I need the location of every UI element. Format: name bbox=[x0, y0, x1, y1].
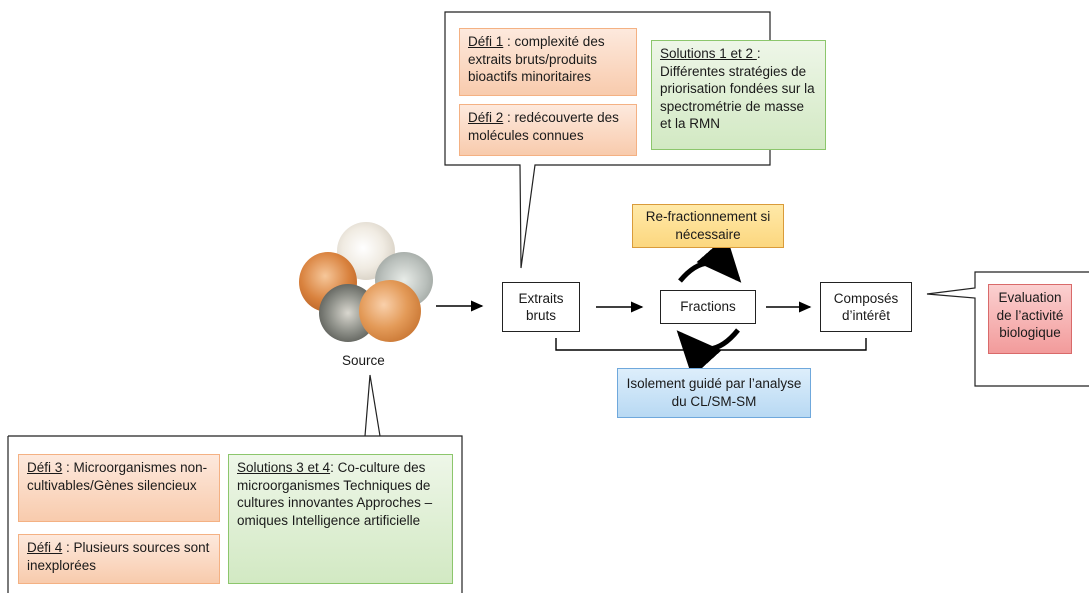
defi3-text: : Microorganismes non-cultivables/Gènes … bbox=[27, 460, 208, 493]
solutions34-label: Solutions 3 et 4 bbox=[237, 460, 331, 475]
evaluation-label: Evaluation de l’activité biologique bbox=[996, 290, 1064, 340]
refractionnement-label: Re-fractionnement si nécessaire bbox=[645, 209, 771, 242]
brace bbox=[555, 338, 867, 360]
source-petri-dishes-image bbox=[297, 222, 435, 344]
loop-arrow-top bbox=[678, 235, 742, 283]
defi3-box: Défi 3 : Microorganismes non-cultivables… bbox=[18, 454, 220, 522]
defi1-box: Défi 1 : complexité des extraits bruts/p… bbox=[459, 28, 637, 96]
evaluation-box: Evaluation de l’activité biologique bbox=[988, 284, 1072, 354]
solutions34-box: Solutions 3 et 4: Co-culture des microor… bbox=[228, 454, 453, 584]
extraits-bruts-box: Extraits bruts bbox=[502, 282, 580, 332]
defi2-text: : redécouverte des molécules connues bbox=[468, 110, 619, 143]
extraits-bruts-label: Extraits bruts bbox=[518, 290, 564, 324]
defi4-text: : Plusieurs sources sont inexplorées bbox=[27, 540, 210, 573]
isolement-box: Isolement guidé par l’analyse du CL/SM-S… bbox=[617, 368, 811, 418]
fractions-label: Fractions bbox=[680, 299, 736, 315]
defi2-box: Défi 2 : redécouverte des molécules conn… bbox=[459, 104, 637, 156]
composes-box: Composés d’intérêt bbox=[820, 282, 912, 332]
loop-arrow-bottom bbox=[676, 328, 740, 378]
defi4-box: Défi 4 : Plusieurs sources sont inexplor… bbox=[18, 534, 220, 584]
solutions12-box: Solutions 1 et 2 : Différentes stratégie… bbox=[651, 40, 826, 150]
defi3-label: Défi 3 bbox=[27, 460, 63, 475]
source-label: Source bbox=[342, 353, 385, 368]
petri-dish-5 bbox=[359, 280, 421, 342]
solutions12-text: : Différentes stratégies de priorisation… bbox=[660, 46, 815, 131]
composes-label: Composés d’intérêt bbox=[833, 290, 899, 324]
defi4-label: Défi 4 bbox=[27, 540, 63, 555]
defi1-label: Défi 1 bbox=[468, 34, 504, 49]
fractions-box: Fractions bbox=[660, 290, 756, 324]
solutions34-text: : Co-culture des microorganismes Techniq… bbox=[237, 460, 433, 528]
refractionnement-box: Re-fractionnement si nécessaire bbox=[632, 204, 784, 248]
defi2-label: Défi 2 bbox=[468, 110, 504, 125]
solutions12-label: Solutions 1 et 2 bbox=[660, 46, 757, 61]
isolement-label: Isolement guidé par l’analyse du CL/SM-S… bbox=[626, 376, 802, 409]
defi1-text: : complexité des extraits bruts/produits… bbox=[468, 34, 605, 84]
